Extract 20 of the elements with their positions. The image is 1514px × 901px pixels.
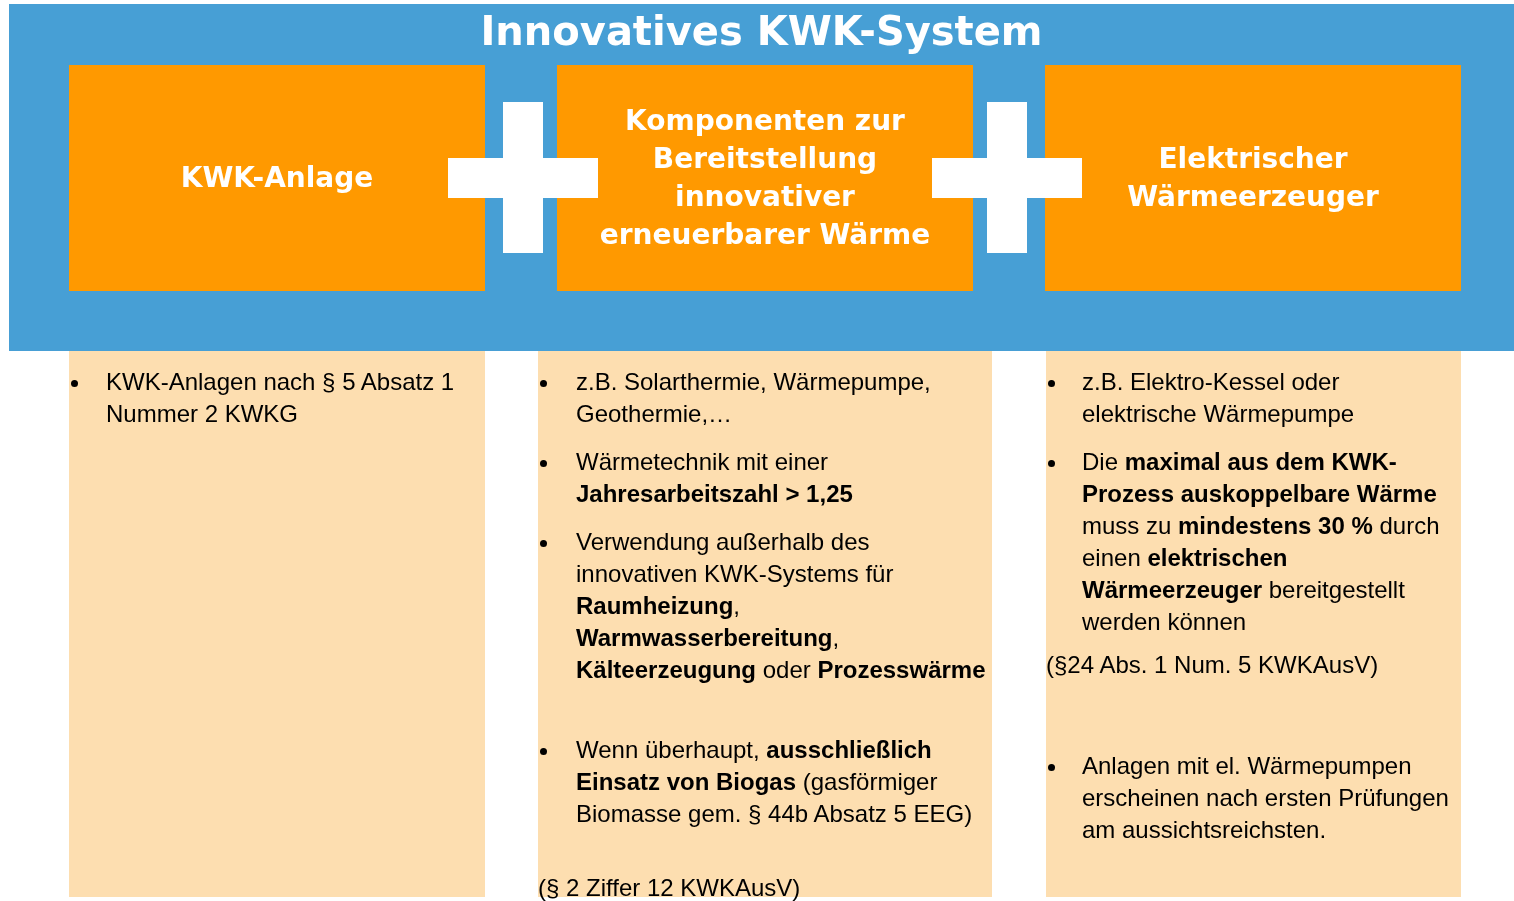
bullet-text: Die maximal aus dem KWK-Prozess auskoppelbare Wärme muss zu mindestens 30 % durch einen elektrischen Wärmeerzeuger bereitgestellt werden können [1082, 447, 1441, 637]
reference-note: (§ 2 Ziffer 12 KWKAusV) [538, 873, 801, 901]
system-band [9, 4, 1514, 351]
bullet-text: KWK-Anlagen nach § 5 Absatz 1 Nummer 2 KWKG [106, 367, 456, 429]
box-title: Komponenten zur Bereitstellung innovativer erneuerbarer Wärme [598, 103, 932, 253]
description-panel [69, 351, 485, 897]
bullet-text: Anlagen mit el. Wärmepumpen erscheinen nach ersten Prüfungen am aussichtsreichsten. [1082, 751, 1450, 845]
bullet-text: Verwendung außerhalb des innovativen KWK-Systems für Raumheizung, Warmwasserbereitung, Kälteerzeugung oder Prozesswärme [576, 527, 987, 685]
description-panel [1046, 351, 1461, 897]
component-box [557, 65, 973, 291]
reference-note: (§24 Abs. 1 Num. 5 KWKAusV) [1046, 650, 1379, 680]
bullet-text: Wenn überhaupt, ausschließlich Einsatz von Biogas (gasförmiger Biomasse gem. § 44b Absatz 5 EEG) [576, 735, 974, 829]
box-title: KWK-Anlage [180, 160, 374, 196]
bullet-text: Wärmetechnik mit einer Jahresarbeitszahl > 1,25 [576, 447, 854, 509]
box-title: Elektrischer Wärmeerzeuger [1126, 141, 1380, 215]
title-text: Innovatives KWK-System [479, 7, 1044, 56]
component-box [1045, 65, 1461, 291]
bullet-text: z.B. Elektro-Kessel oder elektrische Wärmepumpe [1082, 367, 1356, 429]
bullet-text: z.B. Solarthermie, Wärmepumpe, Geothermie,… [576, 367, 932, 429]
component-box [69, 65, 485, 291]
